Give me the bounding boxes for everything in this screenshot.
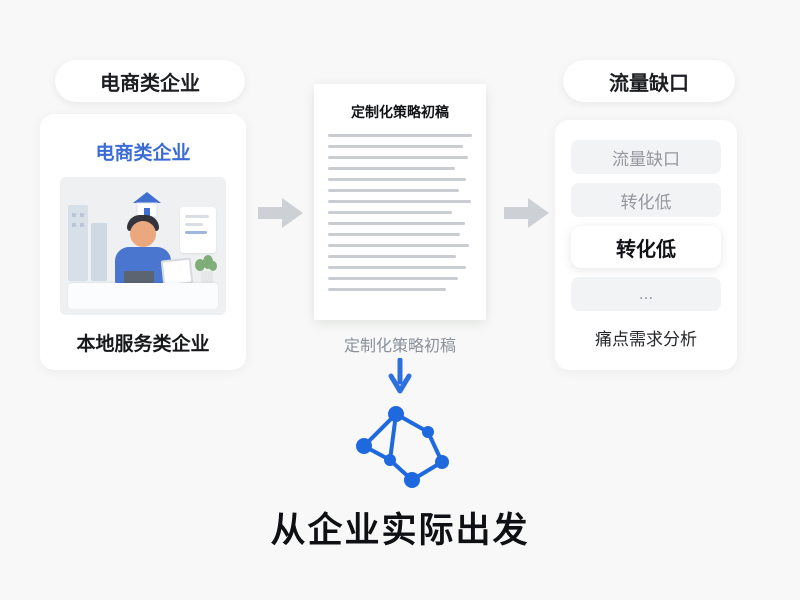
left-pill: 电商类企业 — [55, 60, 245, 102]
pain-point-item: 转化低 — [571, 183, 721, 217]
right-card: 流量缺口转化低转化低... 痛点需求分析 — [555, 120, 737, 370]
doc-text-line — [328, 156, 468, 159]
desk-shape — [68, 283, 218, 309]
building-shape — [68, 205, 88, 281]
arrow-right-icon — [504, 198, 549, 228]
doc-text-line — [328, 255, 457, 258]
doc-text-line — [328, 134, 472, 137]
doc-text-line — [328, 266, 467, 269]
pain-point-item: 转化低 — [571, 226, 721, 268]
left-card-title: 电商类企业 — [95, 143, 191, 164]
doc-text-line — [328, 288, 447, 291]
document-caption: 定制化策略初稿 — [343, 338, 456, 355]
doc-text-line — [328, 244, 470, 247]
strategy-document: 定制化策略初稿 — [314, 84, 486, 320]
pain-point-list: 流量缺口转化低转化低... — [555, 120, 737, 311]
doc-text-line — [328, 233, 461, 236]
doc-text-line — [328, 189, 460, 192]
building-shape — [91, 223, 107, 281]
doc-lines — [328, 134, 472, 291]
network-graph-icon — [356, 406, 449, 488]
right-pill-label: 流量缺口 — [609, 72, 689, 95]
left-pill-label: 电商类企业 — [100, 72, 200, 95]
left-card: 电商类企业 — [40, 114, 246, 370]
doc-text-line — [328, 178, 467, 181]
plant-icon — [195, 255, 217, 283]
right-pill: 流量缺口 — [563, 60, 735, 102]
right-card-caption: 痛点需求分析 — [595, 330, 697, 349]
arrow-right-icon — [258, 198, 303, 228]
pain-point-item: 流量缺口 — [571, 140, 721, 174]
house-icon — [133, 192, 161, 218]
doc-text-line — [328, 211, 452, 214]
doc-text-line — [328, 145, 464, 148]
pain-point-item: ... — [571, 277, 721, 311]
doc-text-line — [328, 167, 455, 170]
doc-text-line — [328, 222, 465, 225]
document-title: 定制化策略初稿 — [351, 104, 449, 120]
doc-text-line — [328, 277, 458, 280]
doc-text-line — [328, 200, 471, 203]
whiteboard-shape — [180, 207, 216, 253]
footer-headline: 从企业实际出发 — [270, 511, 530, 550]
arrow-down-icon — [388, 358, 412, 394]
office-illustration — [60, 177, 226, 315]
left-card-caption: 本地服务类企业 — [76, 334, 210, 355]
